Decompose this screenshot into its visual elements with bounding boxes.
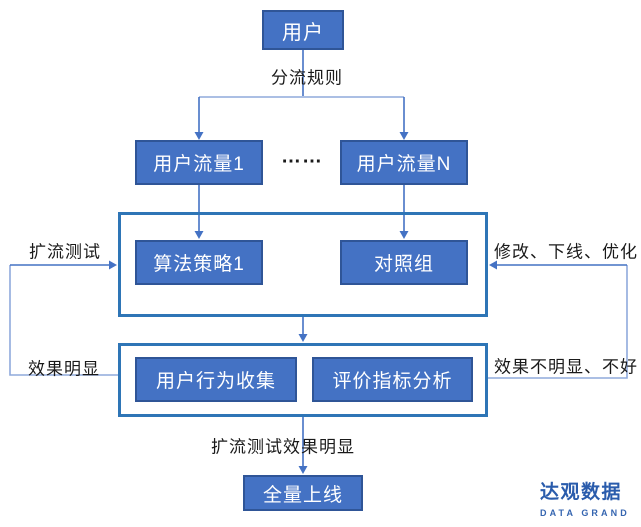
right-feedback-elbow <box>488 265 628 379</box>
ellipsis-between-flows: …… <box>281 145 323 168</box>
node-user-flow-n: 用户流量N <box>340 140 468 185</box>
node-user-flow-1: 用户流量1 <box>135 140 263 185</box>
label-expand-test-effect-obvious: 扩流测试效果明显 <box>211 437 355 457</box>
label-effect-not-obvious: 效果不明显、不好 <box>494 357 638 377</box>
node-full-launch: 全量上线 <box>243 475 363 511</box>
label-effect-obvious: 效果明显 <box>28 359 100 379</box>
arrowhead-group2 <box>298 334 308 342</box>
node-algorithm-strategy-1: 算法策略1 <box>135 240 263 285</box>
node-control-group: 对照组 <box>340 240 468 285</box>
arrowhead-control <box>399 231 409 239</box>
left-feedback-elbow <box>9 265 118 376</box>
label-expand-test: 扩流测试 <box>29 242 101 262</box>
label-split-rule: 分流规则 <box>271 68 343 88</box>
arrowhead-flow1 <box>194 132 204 140</box>
logo-english-name: DATA GRAND <box>540 508 630 518</box>
datagrand-logo: 达观数据 DATA GRAND <box>540 477 635 518</box>
arrowhead-left-group1 <box>109 260 117 270</box>
strategy-group-container <box>118 212 488 317</box>
node-user-behavior-collection: 用户行为收集 <box>135 357 297 402</box>
arrowhead-right-group1 <box>489 260 497 270</box>
logo-chinese-name: 达观数据 <box>540 482 623 503</box>
arrowhead-launch <box>298 466 308 474</box>
node-evaluation-metric-analysis: 评价指标分析 <box>312 357 473 402</box>
node-user: 用户 <box>262 10 344 50</box>
arrowhead-flowN <box>399 132 409 140</box>
arrowhead-algo <box>194 231 204 239</box>
label-modify-offline-optimize: 修改、下线、优化 <box>494 242 638 262</box>
evaluation-group-container <box>118 343 488 417</box>
